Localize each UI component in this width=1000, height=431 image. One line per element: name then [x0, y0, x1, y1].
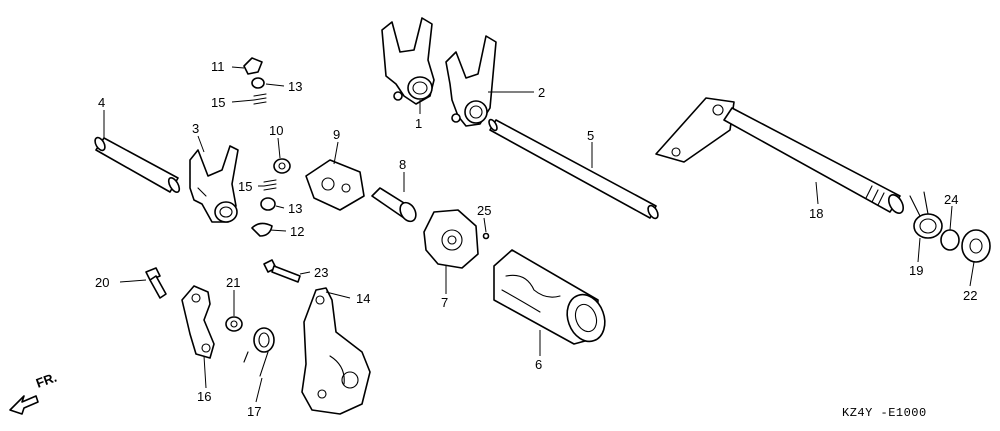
callout-13-lower: 13 — [288, 201, 302, 216]
part-1-shift-fork — [381, 17, 435, 105]
callout-3: 3 — [192, 121, 199, 136]
part-7-drum-plate — [423, 209, 479, 269]
callout-9: 9 — [333, 127, 340, 142]
part-2-shift-fork — [445, 35, 497, 127]
part-9-shift-drum-center — [305, 159, 365, 211]
part-5-shift-fork-shaft — [488, 118, 659, 220]
part-15-spring-upper — [253, 93, 267, 105]
callout-23: 23 — [314, 265, 328, 280]
part-15-spring-lower — [263, 179, 277, 191]
part-13-collar-upper — [251, 77, 265, 89]
part-17-spring — [243, 327, 275, 377]
leader-lines — [103, 66, 975, 403]
callout-25: 25 — [477, 203, 491, 218]
part-23-bolt — [263, 259, 301, 283]
callout-labels: 1 2 3 4 5 6 7 8 9 10 11 12 13 13 14 15 1… — [95, 59, 977, 419]
part-10-collar — [273, 158, 291, 174]
part-21-collar — [225, 316, 243, 332]
callout-1: 1 — [415, 116, 422, 131]
callout-22: 22 — [963, 288, 977, 303]
callout-15-upper: 15 — [211, 95, 225, 110]
callout-20: 20 — [95, 275, 109, 290]
callout-8: 8 — [399, 157, 406, 172]
callout-11: 11 — [211, 59, 225, 74]
callout-24: 24 — [944, 192, 958, 207]
part-18-gearshift-spindle — [655, 97, 905, 214]
callout-14: 14 — [356, 291, 370, 306]
part-13-collar-lower — [260, 197, 276, 211]
part-20-bolt — [145, 267, 167, 299]
part-22-washer — [961, 229, 991, 263]
part-19-return-spring — [909, 191, 943, 239]
callout-17: 17 — [247, 404, 261, 419]
part-12-pin — [251, 222, 273, 237]
front-direction-arrow: FR. — [9, 370, 59, 415]
callout-18: 18 — [809, 206, 823, 221]
front-direction-label: FR. — [34, 370, 59, 391]
callout-19: 19 — [909, 263, 923, 278]
part-25-dowel-pin — [482, 232, 490, 240]
callout-7: 7 — [441, 295, 448, 310]
callout-10: 10 — [269, 123, 283, 138]
part-3-shift-fork — [189, 145, 239, 223]
callout-15-lower: 15 — [238, 179, 252, 194]
part-11-cap — [243, 57, 263, 75]
callout-12: 12 — [290, 224, 304, 239]
part-14-guide-plate — [301, 287, 371, 415]
part-6-shift-drum — [493, 249, 606, 345]
callout-2: 2 — [538, 85, 545, 100]
part-24-collar — [940, 229, 960, 251]
callout-16: 16 — [197, 389, 211, 404]
callout-4: 4 — [98, 95, 105, 110]
diagram-code: KZ4Y -E1000 — [842, 406, 927, 420]
part-8-pin — [371, 187, 417, 223]
callout-21: 21 — [226, 275, 240, 290]
callout-5: 5 — [587, 128, 594, 143]
part-16-stopper-arm — [181, 285, 215, 359]
callout-6: 6 — [535, 357, 542, 372]
callout-13-upper: 13 — [288, 79, 302, 94]
part-4-shift-fork-shaft — [94, 136, 181, 194]
